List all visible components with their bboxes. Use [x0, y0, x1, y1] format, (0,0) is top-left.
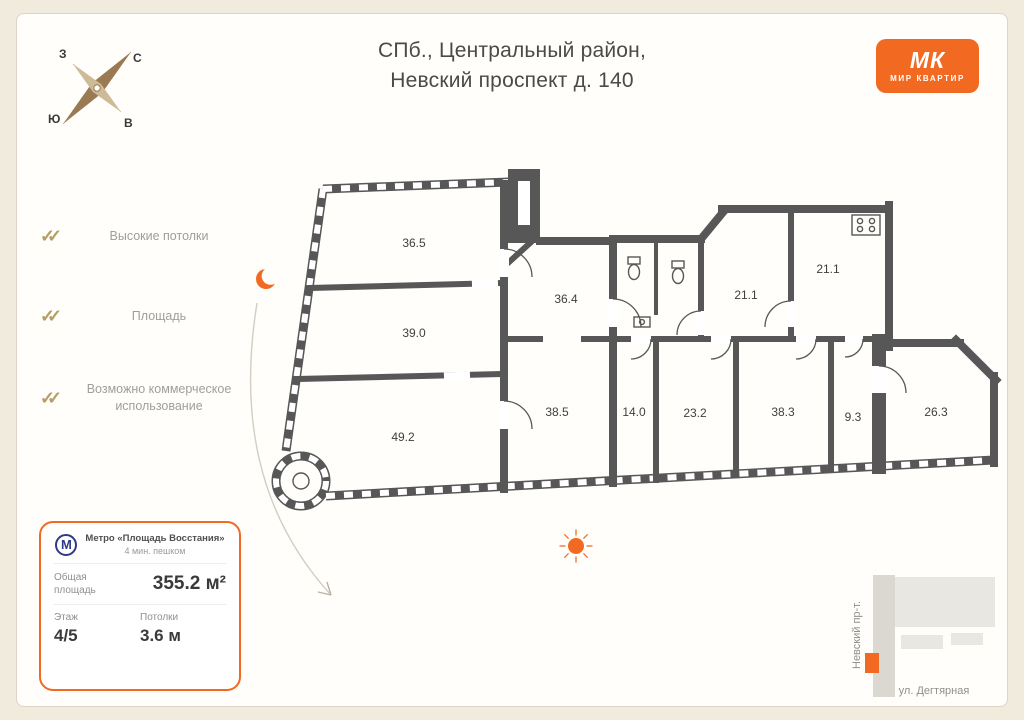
street-label-degtyarnaya: ул. Дегтярная	[898, 685, 970, 697]
divider	[54, 604, 226, 605]
door-arcs	[503, 248, 907, 430]
toilet-icon	[627, 256, 641, 265]
feature-label: Высокие потолки	[109, 229, 209, 243]
room-area-label: 14.0	[622, 405, 646, 419]
poster-card: СПб., Центральный район, Невский проспек…	[16, 13, 1008, 707]
logo-monogram: МК	[909, 46, 946, 73]
floor-ceiling-row: Этаж 4/5 Потолки 3.6 м	[54, 612, 226, 646]
ceiling-label: Потолки	[140, 612, 179, 623]
total-area-label: Общая площадь	[54, 572, 96, 596]
ceiling-col: Потолки 3.6 м	[140, 612, 226, 646]
total-area-value: 355.2 м²	[152, 573, 226, 594]
room-area-label: 38.3	[771, 405, 795, 419]
mini-map: Невский пр-т. ул. Дегтярная	[829, 561, 1009, 701]
ceiling-value: 3.6 м	[140, 626, 181, 645]
compass-west-label: З	[59, 47, 67, 61]
metro-station-name: Метро «Площадь Восстания»	[85, 533, 225, 544]
room-area-label: 38.5	[545, 405, 569, 419]
compass-center	[93, 84, 101, 92]
street-label-nevsky: Невский пр-т.	[851, 600, 863, 670]
room-area-label: 39.0	[402, 326, 426, 340]
sun-icon	[559, 529, 593, 563]
room-area-label: 9.3	[845, 410, 862, 424]
compass-north-label: С	[133, 51, 142, 65]
map-building-block	[901, 635, 943, 649]
toilet-icon	[627, 263, 641, 281]
stove-burner	[868, 225, 876, 233]
compass-south-label: Ю	[48, 112, 60, 126]
turret-inner-circle	[292, 472, 310, 490]
logo-name: МИР КВАРТИР	[890, 73, 965, 83]
toilet-icon	[671, 267, 685, 285]
room-area-label: 23.2	[683, 406, 707, 420]
double-check-icon: ✓✓	[39, 306, 62, 326]
map-street-strip	[873, 575, 895, 697]
feature-high-ceilings: ✓✓ Высокие потолки	[31, 226, 247, 247]
wall-stub-cavity	[518, 181, 530, 225]
toilet-icon	[671, 260, 685, 269]
floor-value: 4/5	[54, 626, 78, 645]
room-area-label: 49.2	[391, 430, 415, 444]
room-area-label: 36.4	[554, 292, 578, 306]
feature-area: ✓✓ Площадь	[31, 306, 247, 327]
stove-icon	[851, 214, 881, 236]
stove-burner	[856, 217, 864, 225]
sink-icon	[633, 316, 651, 328]
fixtures	[292, 214, 881, 490]
page-title: СПб., Центральный район, Невский проспек…	[17, 36, 1007, 96]
mir-kvartir-logo: МК МИР КВАРТИР	[876, 39, 979, 93]
room-area-label: 26.3	[924, 405, 948, 419]
floorplan: 36.5 36.4 39.0 21.1 21.1 49.2 38.5 14.0 …	[246, 169, 1002, 511]
total-area-row: Общая площадь 355.2 м²	[54, 571, 226, 597]
metro-row: М Метро «Площадь Восстания» 4 мин. пешко…	[54, 533, 226, 556]
metro-icon: М	[55, 533, 78, 556]
curved-arrow-head	[317, 581, 332, 596]
title-line-1: СПб., Центральный район,	[377, 39, 647, 62]
map-building-block	[895, 577, 995, 627]
property-info-card: М Метро «Площадь Восстания» 4 мин. пешко…	[39, 521, 241, 691]
floor-label: Этаж	[54, 612, 78, 623]
room-area-label: 21.1	[816, 262, 840, 276]
feature-label: Площадь	[131, 309, 187, 323]
divider	[54, 563, 226, 564]
compass-rose: З С Ю В	[48, 47, 142, 130]
double-check-icon: ✓✓	[39, 226, 62, 246]
feature-commercial-use: ✓✓ Возможно коммерческое использование	[31, 381, 247, 415]
feature-label: Возможно коммерческое использование	[86, 382, 232, 413]
room-area-labels: 36.5 36.4 39.0 21.1 21.1 49.2 38.5 14.0 …	[391, 236, 948, 444]
map-building-marker	[865, 653, 879, 673]
compass-east-label: В	[124, 116, 133, 130]
stove-burner	[856, 225, 864, 233]
metro-text: Метро «Площадь Восстания» 4 мин. пешком	[85, 533, 224, 556]
title-line-2: Невский проспект д. 140	[390, 69, 634, 92]
map-building-block	[951, 633, 983, 645]
door-openings	[443, 249, 887, 429]
room-area-label: 21.1	[734, 288, 758, 302]
floor-col: Этаж 4/5	[54, 612, 140, 646]
double-check-icon: ✓✓	[39, 387, 62, 408]
stove-burner	[868, 217, 876, 225]
metro-walk-time: 4 мин. пешком	[124, 546, 186, 556]
sink-icon	[638, 318, 646, 326]
room-area-label: 36.5	[402, 236, 426, 250]
